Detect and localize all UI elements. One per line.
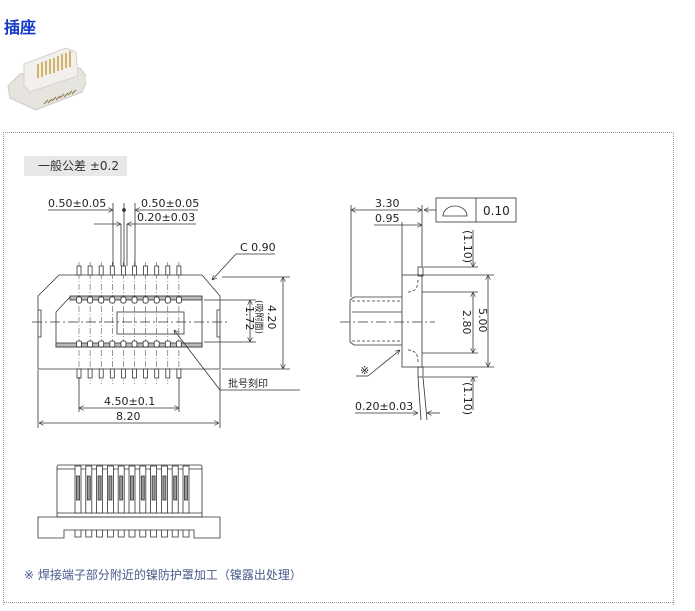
contact-slot-fill	[184, 475, 188, 501]
page-title: 插座	[4, 18, 37, 37]
contact-pad	[131, 340, 138, 348]
dim-flange: 0.95	[375, 212, 400, 225]
terminal-tooth	[74, 530, 82, 538]
terminal-tooth	[85, 530, 93, 538]
flatness-value: 0.10	[483, 204, 510, 218]
terminal-tooth	[139, 530, 147, 538]
contact-pad	[87, 296, 93, 304]
pin-bottom	[87, 368, 93, 379]
pin-top	[87, 265, 93, 276]
pin-bottom	[143, 368, 149, 379]
terminal-tooth	[182, 530, 190, 538]
pin-bottom	[176, 368, 182, 379]
dim-depth: 3.30	[375, 197, 400, 210]
pin-top	[176, 265, 182, 276]
flatness-symbol-icon	[442, 205, 468, 217]
contact-pad	[164, 340, 171, 348]
note-mark: ※	[360, 364, 369, 377]
contact-pad	[164, 296, 171, 304]
pin-top	[165, 265, 171, 276]
contact-slot-fill	[97, 475, 102, 501]
marking-area	[116, 311, 185, 335]
terminal-tooth	[96, 530, 103, 538]
dim-pitch-left: 0.50±0.05	[48, 197, 106, 210]
contact-slot-fill	[130, 475, 134, 501]
terminal-tooth	[107, 530, 114, 538]
contact-slot-fill	[173, 475, 178, 501]
contact-pad	[98, 340, 105, 348]
pin-bottom	[76, 368, 82, 379]
dim-pin-span: 4.50±0.1	[104, 395, 155, 408]
dim-outer: 5.00	[476, 308, 489, 333]
contact-slot-fill	[140, 475, 145, 501]
contact-slot-fill	[108, 475, 113, 501]
terminal-tooth	[171, 530, 179, 538]
contact-pad	[175, 340, 182, 348]
contact-pad	[142, 340, 149, 348]
dim-chamfer: C 0.90	[240, 241, 276, 254]
contact-slot-fill	[151, 475, 156, 501]
terminal-tooth	[161, 530, 168, 538]
dim-top-offset: (1.10)	[461, 230, 474, 263]
pin-bottom	[165, 368, 171, 379]
contact-pad	[87, 340, 93, 348]
front-body-outline	[37, 274, 221, 370]
pin-bottom	[98, 368, 104, 379]
pin-top	[98, 265, 104, 276]
contact-pad	[131, 296, 138, 304]
contact-slot-fill	[76, 475, 80, 501]
contact-pad	[76, 296, 82, 304]
suction-surface-label: (吸附面)	[253, 300, 265, 334]
connector-photo	[7, 47, 86, 111]
dim-pitch-right: 0.50±0.05	[141, 197, 199, 210]
dim-bottom-offset: (1.10)	[461, 382, 474, 415]
divider	[3, 602, 673, 603]
pin-top	[132, 265, 137, 276]
dim-width: 8.20	[116, 410, 141, 423]
side-post	[349, 296, 402, 346]
contact-pad	[109, 296, 116, 304]
pin-bottom	[121, 368, 126, 379]
pin-top	[121, 265, 126, 276]
pin-bottom	[109, 368, 115, 379]
contact-slot-fill	[162, 475, 167, 501]
dim-height: 4.20	[265, 305, 278, 330]
dim-thickness: 0.20±0.03	[355, 400, 413, 413]
contact-pad	[153, 296, 160, 304]
pin-top	[154, 265, 160, 276]
dim-suction-height: 1.72	[243, 306, 256, 331]
contact-pad	[142, 296, 149, 304]
contact-slot-fill	[119, 475, 124, 501]
contact-pad	[109, 340, 116, 348]
terminal-tooth	[150, 530, 157, 538]
terminal-tooth	[117, 530, 125, 538]
contact-pad	[76, 340, 82, 348]
pin-top	[76, 265, 82, 276]
side-flange	[401, 274, 423, 368]
bottom-view-base	[37, 516, 221, 539]
pin-top	[109, 265, 115, 276]
marking-label: 批号刻印	[228, 377, 268, 390]
pin-top	[143, 265, 149, 276]
general-tolerance-label: 一般公差 ±0.2	[24, 156, 127, 176]
drawing-panel	[3, 132, 674, 605]
contact-pad	[175, 296, 182, 304]
pin-bottom	[132, 368, 137, 379]
contact-pad	[153, 340, 160, 348]
dim-inner: 2.80	[460, 310, 473, 335]
pin-bottom	[154, 368, 160, 379]
contact-pad	[120, 296, 127, 304]
contact-slot-fill	[86, 475, 91, 501]
contact-pad	[120, 340, 127, 348]
footnote: ※ 焊接端子部分附近的镍防护罩加工（镍露出处理）	[24, 568, 302, 582]
dim-pin-width: 0.20±0.03	[137, 211, 195, 224]
terminal-tooth	[128, 530, 136, 538]
contact-pad	[98, 296, 105, 304]
